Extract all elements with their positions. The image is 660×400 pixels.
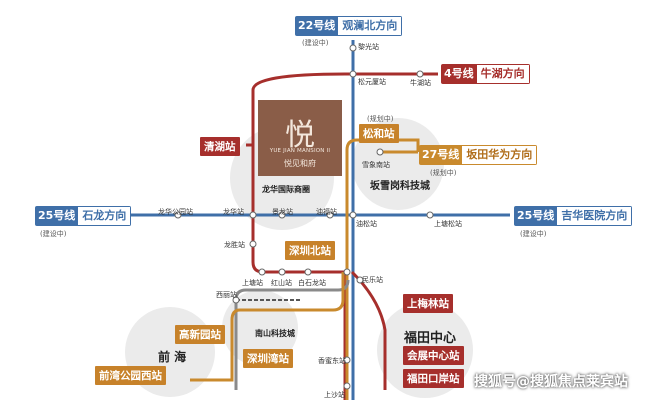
station-yousong: 油松站 <box>356 220 377 228</box>
line-25-east-status: (建设中) <box>520 230 547 238</box>
station-hongshan: 红山站 <box>271 279 292 287</box>
dot-longsheng <box>249 240 257 248</box>
dot-xili <box>232 296 240 304</box>
station-xuexiangnan: 雪象南站 <box>362 161 390 169</box>
station-longsheng: 龙胜站 <box>224 241 245 249</box>
station-xili: 西丽站 <box>216 291 237 299</box>
area-bantian: 坂雪岗科技城 <box>370 181 430 192</box>
line-25-east-tag: 25号线 吉华医院方向 <box>514 206 633 226</box>
line-orange-south <box>190 272 345 382</box>
dot-baishilong <box>304 268 312 276</box>
dot-niuhu <box>416 70 424 78</box>
dot-songyuansha <box>349 70 357 78</box>
station-xiangmeidong: 香蜜东站 <box>318 357 346 365</box>
station-liguang: 黎光站 <box>358 43 379 51</box>
line-4-number: 4号线 <box>441 64 477 84</box>
station-box-qianwan: 前湾公园西站 <box>95 366 166 385</box>
dot-youfu <box>326 211 334 219</box>
station-minle: 民乐站 <box>362 276 383 284</box>
line-25-west-status: (建设中) <box>40 230 67 238</box>
dot-shangsha <box>343 382 351 390</box>
line-4-tag: 4号线 牛湖方向 <box>441 64 530 84</box>
station-box-gaoxinyuan: 高新园站 <box>175 325 225 344</box>
line-22-tag: 22号线 观澜北方向 <box>295 16 403 36</box>
line-27-track <box>345 138 420 400</box>
area-nanshan: 南山科技城 <box>255 329 295 338</box>
station-box-shenzhenbei: 深圳北站 <box>285 241 335 260</box>
area-futian: 福田中心 <box>404 331 457 346</box>
station-longhuagongyuan: 龙华公园站 <box>158 208 193 216</box>
line-22-number: 22号线 <box>295 16 339 36</box>
station-niuhu: 牛湖站 <box>410 79 431 87</box>
line-25-west-direction: 石龙方向 <box>78 206 132 226</box>
station-dots <box>174 44 434 390</box>
logo-chinese-name: 悦见和府 <box>284 159 316 168</box>
dot-liguang <box>349 44 357 52</box>
station-shangsha: 上沙站 <box>324 391 345 399</box>
line-gray-track <box>234 279 350 390</box>
station-box-shenzhenwan: 深圳湾站 <box>243 349 293 368</box>
line-25-west-tag: 25号线 石龙方向 <box>35 206 132 226</box>
dot-longhua <box>249 211 257 219</box>
line-25-east-number: 25号线 <box>514 206 558 226</box>
station-jinglong: 景龙站 <box>272 208 293 216</box>
station-box-futiankouan: 福田口岸站 <box>403 369 464 388</box>
dot-shangtangsong <box>426 211 434 219</box>
line-22-direction: 观澜北方向 <box>338 16 403 36</box>
dot-minle <box>356 276 364 284</box>
station-shangtangsong: 上塘松站 <box>434 220 462 228</box>
station-baishilong: 白石龙站 <box>298 279 326 287</box>
dot-shangtang <box>258 268 266 276</box>
station-songhe-status: (规划中) <box>367 115 394 123</box>
line-25-east-direction: 吉华医院方向 <box>557 206 633 226</box>
dot-xuexiangnan <box>376 148 384 156</box>
line-27-direction: 坂田华为方向 <box>462 145 538 165</box>
dot-shenzhenbei <box>343 268 351 276</box>
dot-hongshan <box>278 268 286 276</box>
project-logo: 悦 YUE JIAN MANSION II 悦见和府 <box>258 100 342 176</box>
dot-xiangmeidong <box>343 356 351 364</box>
line-27-tag: 27号线 坂田华为方向 <box>419 145 538 165</box>
station-box-songhe: 松和站 <box>359 124 399 143</box>
station-box-qinghu: 清湖站 <box>200 137 240 156</box>
station-youfu: 油福站 <box>316 208 337 216</box>
dot-jinglong <box>278 211 286 219</box>
area-qianhai: 前 海 <box>158 350 187 364</box>
station-shangtang: 上塘站 <box>242 279 263 287</box>
station-longhua: 龙华站 <box>223 208 244 216</box>
station-box-shangmeilin: 上梅林站 <box>403 294 453 313</box>
station-songyuansha: 松元厦站 <box>358 78 386 86</box>
logo-glyph: 悦 <box>285 118 315 153</box>
line-27-status: (规划中) <box>430 169 457 177</box>
dot-yousong <box>349 211 357 219</box>
station-box-huizhan: 会展中心站 <box>403 346 464 365</box>
area-longhua-cbd: 龙华国际商圈 <box>262 185 310 194</box>
line-red-south <box>350 270 387 390</box>
line-25-west-number: 25号线 <box>35 206 79 226</box>
line-4-direction: 牛湖方向 <box>476 64 530 84</box>
line-27-number: 27号线 <box>419 145 463 165</box>
logo-english-name: YUE JIAN MANSION II <box>269 148 331 154</box>
dot-longhuagongyuan <box>174 211 182 219</box>
watermark: 搜狐号@搜狐焦点莱宾站 <box>474 374 628 390</box>
line-22-status: (建设中) <box>302 39 329 47</box>
